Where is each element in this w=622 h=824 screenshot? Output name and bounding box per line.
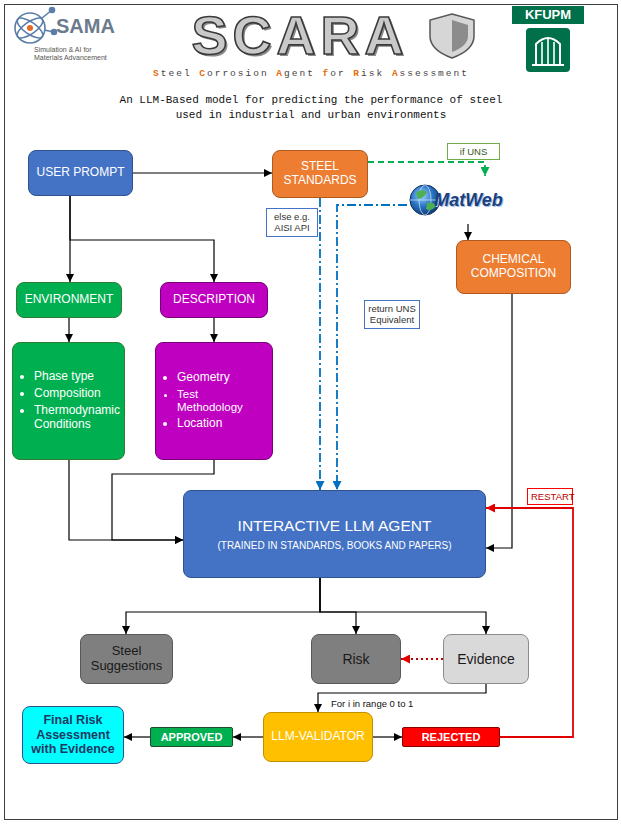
page-frame (5, 5, 618, 820)
word-rest: or (330, 68, 345, 79)
output-box: Risk (311, 634, 401, 684)
bullet-item: Composition (34, 387, 119, 401)
flow-connector (368, 162, 485, 176)
status-box: APPROVED (150, 727, 233, 747)
initial-letter: A (392, 68, 400, 79)
category-box: DESCRIPTION (160, 282, 268, 318)
bullet-item: Location (177, 417, 267, 431)
node-sublabel: (TRAINED IN STANDARDS, BOOKS AND PAPERS) (217, 540, 451, 552)
flow-connector (337, 205, 407, 490)
node-label: DESCRIPTION (173, 293, 255, 307)
flow-connector (233, 736, 263, 737)
logo-subtext: Simulation & AI for Materials Advancemen… (34, 46, 112, 62)
detail-box: GeometryTest MethodologyLocation (155, 342, 273, 460)
initial-letter: A (276, 68, 284, 79)
bullet-item: Geometry (177, 371, 267, 385)
logo-text: KFUPM (512, 7, 584, 23)
detail-box: Phase typeCompositionThermodynamic Condi… (12, 342, 125, 460)
shield-logo (430, 14, 474, 58)
node-label: Risk (342, 651, 369, 667)
process-box: CHEMICAL COMPOSITION (456, 240, 571, 294)
university-logo (512, 6, 584, 72)
description-text: An LLM-Based model for predicting the pe… (108, 93, 514, 123)
initial-letter: f (323, 68, 331, 79)
bullet-item: Thermodynamic Conditions (34, 404, 119, 432)
status-box: REJECTED (402, 727, 500, 747)
node-label: USER PROMPT (36, 166, 124, 180)
flow-connector (319, 198, 321, 490)
flow-connector (320, 578, 356, 634)
result-box: Final Risk Assessment with Evidence (22, 706, 124, 764)
logo-box: MatWeb (407, 176, 503, 224)
flow-connector (133, 172, 272, 173)
bullet-item: Phase type (34, 370, 119, 384)
flow-connector (318, 684, 486, 712)
flow-connector (70, 196, 214, 282)
output-box: Steel Suggestions (80, 634, 173, 684)
word-rest: teel (161, 68, 192, 79)
word-rest: isk (361, 68, 384, 79)
flow-connector (401, 658, 443, 660)
output-box: Evidence (443, 634, 529, 684)
node-label: Steel Suggestions (86, 644, 167, 674)
node-label: Final Risk Assessment with Evidence (28, 713, 118, 756)
word-rest: orrosion (207, 68, 269, 79)
flow-connector (124, 736, 150, 737)
node-label: REJECTED (422, 731, 481, 744)
node-label: INTERACTIVE LLM AGENT (238, 517, 432, 535)
node-label: STEEL STANDARDS (278, 160, 362, 188)
diagram-title: SCARA (150, 4, 450, 66)
node-label: APPROVED (161, 731, 223, 744)
flow-connector (486, 294, 512, 548)
bullet-item: Test Methodology (177, 388, 267, 414)
category-box: ENVIRONMENT (16, 282, 122, 318)
flow-connector (68, 318, 69, 342)
word-rest: gent (284, 68, 315, 79)
initial-letter: C (199, 68, 207, 79)
initial-letter: S (153, 68, 161, 79)
agent-box: INTERACTIVE LLM AGENT (TRAINED IN STANDAR… (183, 490, 486, 578)
flow-connector (486, 508, 573, 737)
flow-connector (126, 578, 320, 634)
word-rest: ssessment (400, 68, 469, 79)
node-label: ENVIRONMENT (25, 293, 114, 307)
bullet-list: Phase typeCompositionThermodynamic Condi… (18, 367, 119, 434)
node-label: Evidence (457, 651, 515, 667)
edge-label: else e.g. AISI API (266, 208, 318, 237)
node-label: LLM-VALIDATOR (271, 730, 364, 744)
flow-connector (213, 318, 214, 342)
input-box: USER PROMPT (28, 150, 133, 196)
flow-connector (320, 578, 486, 634)
initial-letter: R (353, 68, 361, 79)
atom-logo (14, 8, 56, 44)
edge-label: if UNS (447, 143, 500, 160)
flow-connector (467, 224, 468, 240)
process-box: STEEL STANDARDS (272, 150, 368, 198)
validator-box: LLM-VALIDATOR (263, 712, 373, 762)
node-label: MatWeb (434, 190, 503, 211)
subtitle-text: Steel Corrosion Agent for Risk Assessmen… (106, 68, 516, 79)
edge-label: For i in range 0 to 1 (328, 696, 458, 711)
edge-label: return UNS Equivalent (364, 300, 420, 329)
flow-connector (373, 736, 402, 737)
flow-connector (69, 460, 183, 540)
edge-label: RESTART (527, 488, 573, 505)
bullet-list: GeometryTest MethodologyLocation (161, 368, 267, 434)
logo-text: SAMA (56, 14, 126, 38)
node-label: CHEMICAL COMPOSITION (462, 253, 565, 281)
